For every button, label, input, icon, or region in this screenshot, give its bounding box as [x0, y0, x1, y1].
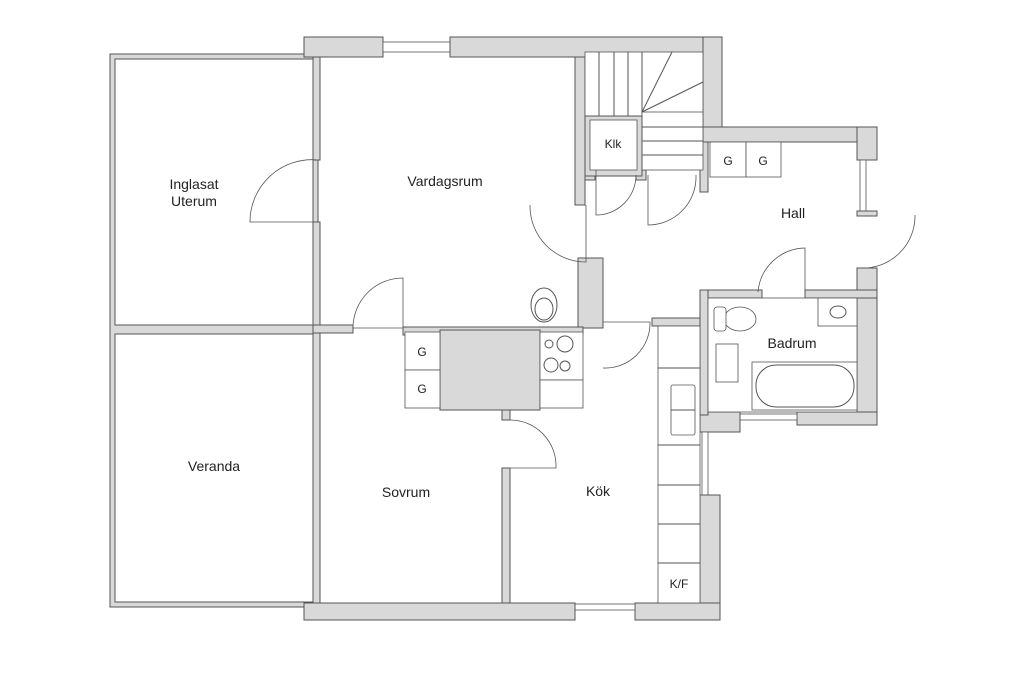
bathtub — [751, 361, 858, 411]
wardrobe-mark: G — [723, 154, 732, 168]
wardrobe-mark: G — [417, 382, 426, 396]
fridge-freezer-label: K/F — [670, 577, 689, 591]
bathroom-fixtures — [707, 297, 858, 413]
room-label-inglasat: Inglasat — [169, 176, 218, 192]
window — [701, 431, 709, 496]
room-label-kok: Kök — [586, 483, 611, 499]
stove-heater — [530, 287, 558, 323]
staircase — [584, 51, 704, 171]
doors[interactable] — [249, 159, 916, 469]
interior-walls — [312, 56, 878, 604]
kitchen-counter: K/F — [657, 325, 701, 604]
room-label-badrum: Badrum — [767, 335, 816, 351]
glazed-room-walls — [109, 53, 319, 608]
room-label-klk: Klk — [605, 137, 623, 151]
wardrobe-mark: G — [758, 154, 767, 168]
exterior-walls — [303, 36, 878, 621]
wardrobe-mark: G — [417, 345, 426, 359]
hall-wardrobes: G G — [709, 141, 782, 178]
room-label-vardagsrum: Vardagsrum — [407, 173, 482, 189]
room-label-hall: Hall — [781, 205, 805, 221]
stove — [539, 331, 584, 381]
window — [859, 159, 867, 214]
window — [382, 41, 451, 53]
room-label-veranda: Veranda — [188, 458, 240, 474]
kitchen-core: G G — [402, 287, 584, 411]
room-label-sovrum: Sovrum — [382, 484, 430, 500]
washbasin — [715, 343, 739, 383]
window — [739, 413, 798, 421]
room-labels: Inglasat Uterum Veranda Vardagsrum Sovru… — [169, 137, 816, 500]
window — [574, 603, 636, 611]
room-label-uterum: Uterum — [171, 193, 217, 209]
toilet — [723, 306, 757, 332]
